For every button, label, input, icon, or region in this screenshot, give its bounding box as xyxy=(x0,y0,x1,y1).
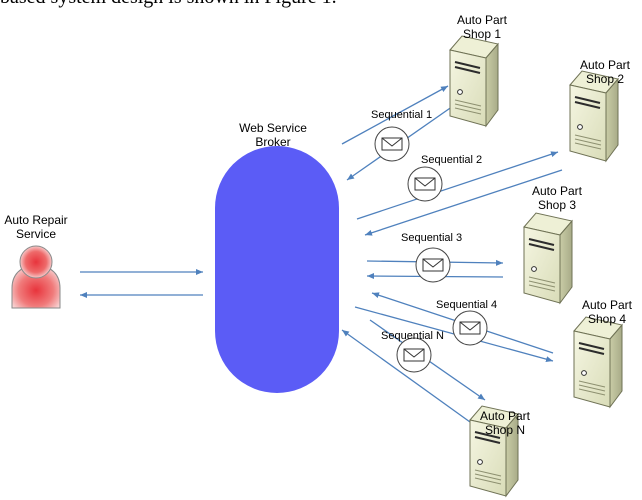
shop-label-1: Auto Part Shop 1 xyxy=(456,13,508,41)
client-label: Auto Repair Service xyxy=(4,213,68,241)
shop-label-2: Auto Part Shop 2 xyxy=(579,58,631,86)
shop-label-3: Auto Part Shop 3 xyxy=(531,184,583,212)
caption-text: based system design is shown in Figure 1… xyxy=(0,0,337,9)
person-icon xyxy=(11,245,61,309)
server-icon-shop-4 xyxy=(573,316,623,408)
envelope-icon-1 xyxy=(374,126,410,162)
message-label-1: Sequential 1 xyxy=(371,109,433,121)
message-label-4: Sequential 4 xyxy=(436,299,498,311)
envelope-icon-n xyxy=(396,337,432,373)
shop-label-4: Auto Part Shop 4 xyxy=(581,298,633,326)
broker-capsule xyxy=(215,146,339,393)
message-label-n: Sequential N xyxy=(381,330,444,342)
server-icon-shop-1 xyxy=(449,35,499,127)
server-icon-shop-3 xyxy=(523,212,573,304)
broker-label: Web Service Broker xyxy=(239,121,307,149)
message-label-3: Sequential 3 xyxy=(401,232,463,244)
envelope-icon-2 xyxy=(407,166,443,202)
message-label-2: Sequential 2 xyxy=(421,154,483,166)
envelope-icon-4 xyxy=(452,310,488,346)
envelope-icon-3 xyxy=(415,247,451,283)
shop-label-n: Auto Part Shop N xyxy=(479,409,531,437)
